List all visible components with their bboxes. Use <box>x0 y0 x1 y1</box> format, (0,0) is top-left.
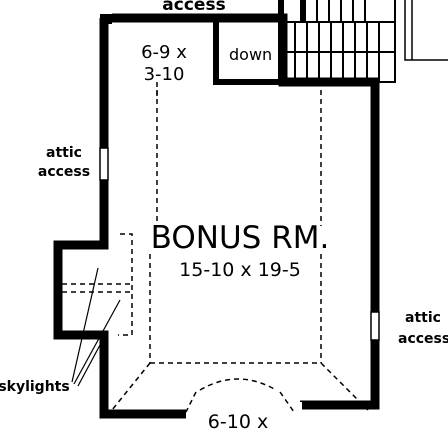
bay-arc-left <box>185 391 197 413</box>
attic-access-left-label-2: access <box>38 164 90 180</box>
bay-arc <box>199 378 277 391</box>
access-top-label: access <box>162 0 225 15</box>
closet-divider-wall <box>213 22 283 85</box>
skylight-pointer-2 <box>73 299 121 385</box>
staircase <box>282 0 396 83</box>
stair-down-label: down <box>229 45 272 64</box>
attic-access-left-label-1: attic <box>46 145 82 161</box>
attic-access-right-label-1: attic <box>405 310 441 326</box>
bay-dimensions-label: 6-10 x <box>208 411 268 432</box>
attic-access-right-label-2: access <box>398 331 448 347</box>
bay-arc-right <box>279 391 295 413</box>
skylights-label: skylights <box>0 379 70 395</box>
closet-dimensions-line-1: 6-9 x <box>141 42 187 63</box>
closet-dimensions-line-2: 3-10 <box>144 64 185 85</box>
exterior-walls <box>53 13 380 419</box>
room-dimensions-label: 15-10 x 19-5 <box>179 259 301 281</box>
bay-opening-gap <box>186 402 302 420</box>
bay-slope-left <box>111 362 151 411</box>
stair-wall-stub <box>300 0 306 22</box>
dormer-outline <box>118 233 133 336</box>
landing-box <box>404 0 448 61</box>
attic-access-door-right <box>370 311 380 341</box>
top-left-corner-notch <box>100 14 112 24</box>
skylight-pointer-1 <box>71 267 99 383</box>
attic-access-door-left <box>99 147 109 181</box>
room-name-label: BONUS RM. <box>151 220 330 256</box>
ceiling-slope-lines <box>62 82 322 364</box>
bay-slope-right <box>320 362 369 411</box>
left-wall <box>53 18 190 419</box>
skylight-pointer-3 <box>77 344 101 387</box>
stair-side-wall <box>278 0 284 82</box>
bay-window-slopes <box>111 362 369 413</box>
skylight-pointers <box>71 267 121 387</box>
